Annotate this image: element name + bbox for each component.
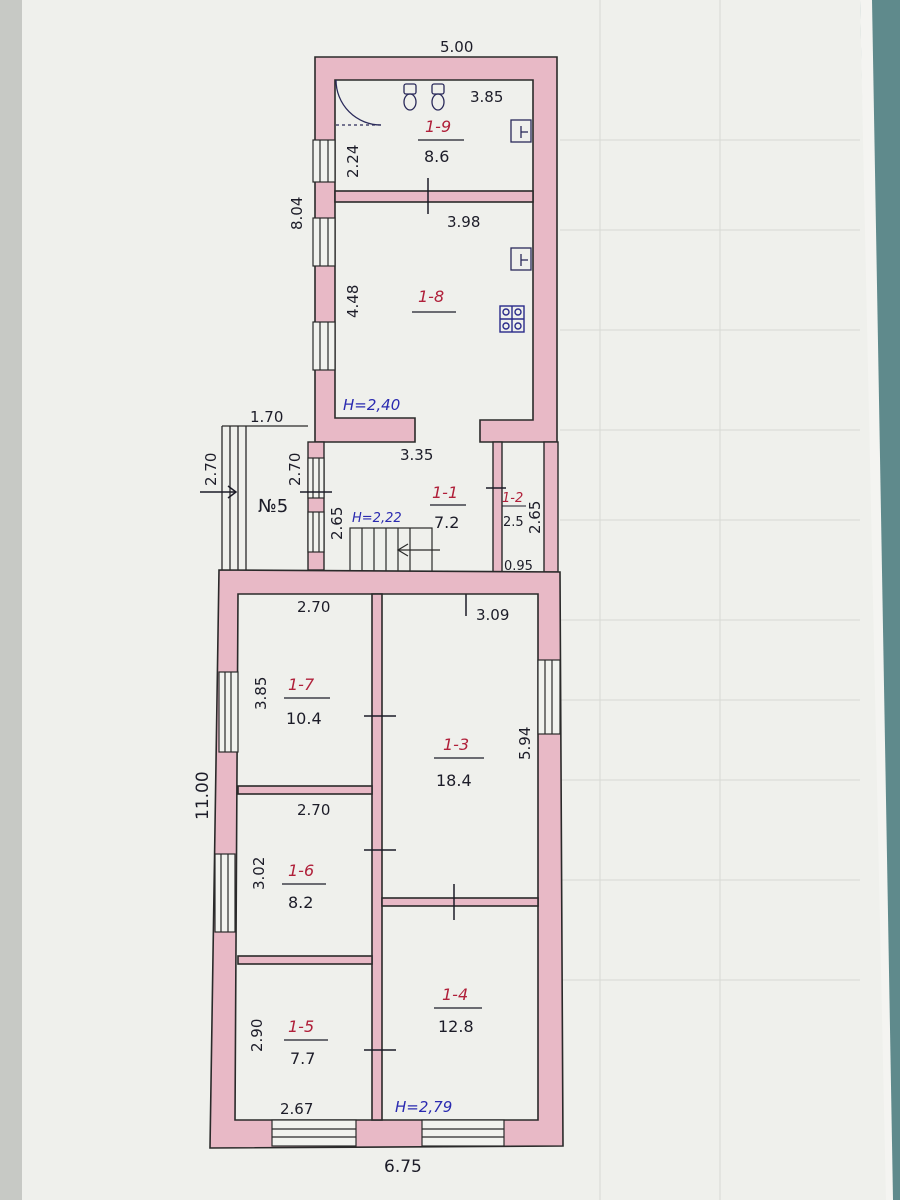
dim-main-height: 11.00 <box>193 771 213 820</box>
dim-porch-height: 2.70 <box>202 453 220 486</box>
dim-room19-width: 3.85 <box>470 88 503 106</box>
dim-room16-height: 3.02 <box>250 857 268 890</box>
room-labels: 1-9 8.6 1-8 1-1 7.2 1-2 2.5 1-7 10.4 1-3… <box>282 117 526 1068</box>
dim-room18-height: 4.48 <box>344 285 362 318</box>
room-area: 18.4 <box>436 771 472 790</box>
room-label-1-5: 1-5 7.7 <box>284 1017 328 1068</box>
room-id: 1-2 <box>502 491 523 506</box>
room-label-1-1: 1-1 7.2 <box>430 483 466 532</box>
room-id: 1-6 <box>288 861 314 880</box>
dim-annex-height: 8.04 <box>288 197 306 230</box>
dim-hall-side-height: 2.70 <box>286 453 304 486</box>
staircase <box>349 527 440 573</box>
room-label-1-8: 1-8 <box>412 287 456 313</box>
dim-room13-width: 3.09 <box>476 606 509 624</box>
dim-porch-width: 1.70 <box>250 408 283 426</box>
door-marks-main <box>364 715 455 1051</box>
dim-closet-height: 2.65 <box>526 501 544 534</box>
dim-room17-height: 3.85 <box>252 677 270 710</box>
dim-hall-width: 3.35 <box>400 446 433 464</box>
ceiling-height-labels: H=2,40 H=2,22 H=2,79 <box>343 396 452 1116</box>
ceiling-height-hall: H=2,22 <box>352 511 402 526</box>
room-id: 1-4 <box>442 985 468 1004</box>
ceiling-height-main: H=2,79 <box>395 1098 452 1116</box>
bathroom-fixtures <box>335 79 532 271</box>
room-area: 12.8 <box>438 1017 474 1036</box>
room-area: 7.7 <box>290 1049 315 1068</box>
room-label-1-2: 1-2 2.5 <box>502 491 526 530</box>
dim-room16-width: 2.70 <box>297 801 330 819</box>
room-label-1-9: 1-9 8.6 <box>418 117 464 166</box>
dim-bottom-width: 6.75 <box>384 1157 422 1177</box>
ceiling-height-annex: H=2,40 <box>343 396 400 414</box>
main-house-walls <box>209 569 564 1149</box>
room-id: 1-7 <box>288 675 315 694</box>
porch-label: №5 <box>258 496 288 517</box>
dimension-labels: 5.00 3.85 2.24 8.04 3.98 4.48 3.35 1.70 … <box>193 38 544 1177</box>
hall-window <box>307 457 325 553</box>
annex-windows <box>312 139 336 371</box>
dim-closet-width: 0.95 <box>504 559 533 574</box>
room-label-1-4: 1-4 12.8 <box>434 985 482 1036</box>
stove-icon <box>499 305 525 333</box>
main-house-windows <box>214 659 561 1147</box>
dim-room15-width: 2.67 <box>280 1100 313 1118</box>
room-id: 1-3 <box>443 735 469 754</box>
room-label-1-6: 1-6 8.2 <box>282 861 326 912</box>
dim-room15-height: 2.90 <box>248 1019 266 1052</box>
dim-stair-height: 2.65 <box>328 507 346 540</box>
dim-room17-width: 2.70 <box>297 598 330 616</box>
dim-room19-height: 2.24 <box>344 145 362 178</box>
form-grid-lines <box>560 0 860 1200</box>
dim-room13-height: 5.94 <box>516 727 534 760</box>
room-label-1-3: 1-3 18.4 <box>434 735 484 790</box>
room-area: 7.2 <box>434 513 459 532</box>
door-marks-hall <box>200 178 506 616</box>
dim-top-width: 5.00 <box>440 38 473 56</box>
room-id: 1-1 <box>432 483 458 502</box>
room-id: 1-8 <box>418 287 444 306</box>
room-area: 2.5 <box>503 515 524 530</box>
room-id: 1-5 <box>288 1017 314 1036</box>
room-label-1-7: 1-7 10.4 <box>284 675 330 728</box>
porch-outline <box>221 425 308 570</box>
room-area: 8.2 <box>288 893 313 912</box>
dim-room18-width: 3.98 <box>447 213 480 231</box>
room-area: 8.6 <box>424 147 449 166</box>
room-area: 10.4 <box>286 709 322 728</box>
room-id: 1-9 <box>425 117 451 136</box>
